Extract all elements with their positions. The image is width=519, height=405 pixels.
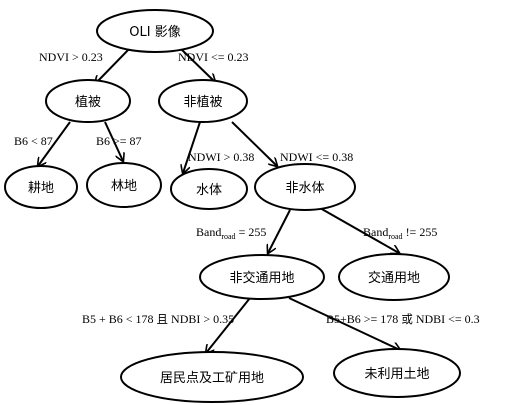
- node-non-transport: 非交通用地: [199, 254, 325, 300]
- edge-label-residential-condition: B5 + B6 < 178 且 NDBI > 0.35: [82, 312, 234, 326]
- node-transport: 交通用地: [338, 253, 450, 301]
- edge-label-ndvi-gt: NDVI > 0.23: [39, 50, 103, 64]
- edge-label-band-road-neq: Bandroad != 255: [363, 225, 437, 241]
- edge-label-b6-lt: B6 < 87: [14, 134, 53, 148]
- edge-veg-forest: [104, 121, 123, 161]
- edge-nonwater-nontransport: [268, 209, 291, 253]
- node-forest-label: 林地: [111, 179, 137, 194]
- edge-nontransport-unused: [288, 297, 400, 350]
- edge-label-ndvi-le: NDVI <= 0.23: [178, 50, 249, 64]
- node-water: 水体: [170, 168, 248, 210]
- node-residential-label: 居民点及工矿用地: [160, 371, 264, 386]
- node-forest: 林地: [86, 162, 162, 208]
- node-unused-land-label: 未利用土地: [364, 367, 429, 382]
- edge-nontransport-residential: [206, 297, 251, 353]
- edge-nonveg-nonwater: [231, 121, 277, 166]
- node-non-vegetation: 非植被: [158, 79, 248, 123]
- edge-label-unused-condition: B5+B6 >= 178 或 NDBI <= 0.3: [326, 312, 480, 326]
- node-transport-label: 交通用地: [368, 270, 420, 286]
- node-non-transport-label: 非交通用地: [229, 270, 294, 286]
- edge-root-veg: [95, 47, 131, 84]
- node-unused-land: 未利用土地: [333, 348, 461, 398]
- node-farmland-label: 耕地: [28, 180, 54, 196]
- node-non-water-label: 非水体: [285, 181, 324, 196]
- node-water-label: 水体: [196, 183, 222, 198]
- node-oli-image: OLI 影像: [96, 9, 214, 53]
- edge-label-band-road-eq: Bandroad = 255: [196, 225, 266, 241]
- edge-nonwater-transport: [319, 207, 399, 253]
- node-vegetation: 植被: [45, 79, 131, 123]
- node-vegetation-label: 植被: [75, 95, 101, 110]
- edge-veg-farmland: [38, 121, 71, 166]
- node-non-vegetation-label: 非植被: [183, 95, 222, 110]
- edge-root-nonveg: [179, 47, 215, 82]
- edge-nonveg-water: [183, 121, 201, 173]
- edge-label-b6-ge: B6 >= 87: [96, 134, 142, 148]
- node-residential: 居民点及工矿用地: [120, 351, 304, 403]
- node-farmland: 耕地: [4, 165, 78, 209]
- edge-label-ndwi-gt: NDWI > 0.38: [188, 150, 254, 164]
- edge-label-ndwi-le: NDWI <= 0.38: [280, 150, 353, 164]
- node-non-water: 非水体: [254, 163, 356, 211]
- node-oli-image-label: OLI 影像: [129, 25, 180, 40]
